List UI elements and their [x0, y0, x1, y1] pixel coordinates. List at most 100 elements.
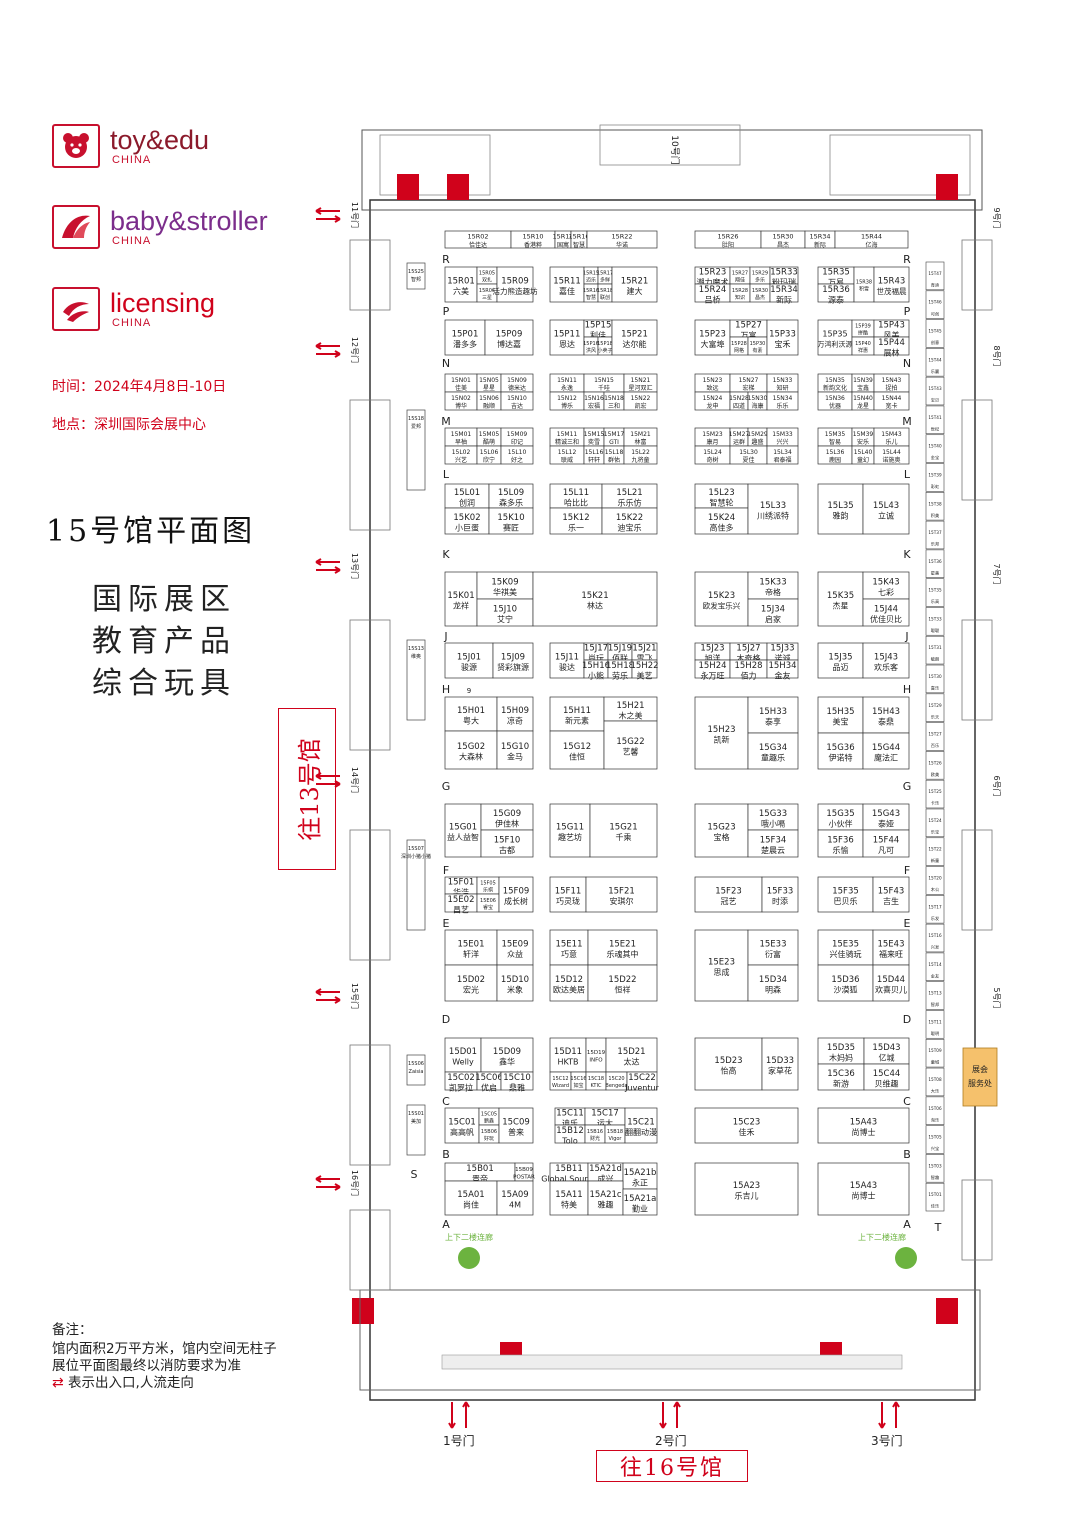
- booth-name: 艺馨: [623, 748, 639, 757]
- side-booth: [925, 981, 945, 1010]
- booth-id: 15B01: [466, 1164, 493, 1174]
- booth-name: 木妈妈: [829, 1053, 853, 1063]
- booth: [747, 483, 799, 535]
- booth-id: 15H22: [630, 661, 658, 671]
- booth-name: 华诺: [616, 241, 628, 249]
- booth-name: 七彩: [878, 587, 894, 597]
- booth: [694, 507, 749, 535]
- side-booth: [406, 639, 426, 721]
- row-letter-left: D: [442, 1013, 450, 1026]
- category-international: 国际展区: [92, 582, 236, 617]
- row-marker: 9: [467, 687, 471, 695]
- booth-id: 15C22: [628, 1073, 656, 1083]
- booth-name: 尚玩: [588, 653, 604, 663]
- side-booth-id: 15T17: [928, 904, 942, 909]
- booth-id: 15J35: [828, 653, 852, 663]
- booth-id: 15D22: [608, 975, 636, 985]
- booth: [480, 803, 534, 831]
- side-booth-name: 童城: [931, 1059, 940, 1066]
- booth-id: 15R23: [699, 268, 727, 278]
- side-booth-name: 欧美: [931, 771, 939, 778]
- booth-id: 15G10: [501, 742, 529, 752]
- booth-id: 15E23: [708, 958, 735, 968]
- booth-name: 利佳: [590, 330, 606, 340]
- row-letter-right: K: [903, 548, 911, 561]
- side-booth: [925, 808, 945, 838]
- booth-name: 轩洋: [463, 949, 479, 959]
- booth-name: 川绣派特: [757, 511, 789, 521]
- booth-id: 15N44: [882, 395, 902, 402]
- booth-name: 乐乐: [776, 403, 788, 410]
- booth-name: 趣艺坊: [558, 832, 582, 842]
- side-booth-id: 15T14: [928, 962, 942, 967]
- booth-id: 15H23: [707, 725, 735, 735]
- booth-id: 15N18: [604, 395, 624, 402]
- booth-name: 迈乐: [586, 277, 596, 284]
- side-booth-name: 世纪: [931, 425, 940, 431]
- booth-name: 风美: [884, 330, 900, 340]
- booth-id: 15R02: [467, 233, 488, 241]
- side-booth-name: 佳乐: [931, 1203, 939, 1209]
- booth-name: 欧发宝乐兴: [703, 601, 741, 611]
- booth: [694, 803, 749, 858]
- side-booth-name: 深圳小猪小猪: [401, 853, 431, 860]
- booth-name: 建大: [627, 286, 643, 296]
- booth-id: 15R24: [699, 285, 727, 295]
- booth-id: 15G11: [556, 823, 584, 833]
- brand-name: toy&edu: [110, 125, 210, 155]
- booth: [817, 876, 874, 913]
- booth-name: 昌杰: [755, 294, 765, 301]
- booth-name: 鹿园: [829, 456, 841, 464]
- booth: [694, 571, 749, 627]
- booth-name: 赛匠: [503, 523, 519, 533]
- side-booth-name: Zaisia: [409, 1069, 424, 1075]
- booth: [444, 571, 478, 627]
- booth-name: 智慧: [573, 241, 585, 249]
- booth-name: 杰星: [833, 601, 849, 611]
- direction-hall13[interactable]: 往13号馆: [278, 708, 336, 870]
- booth-id: 15P15: [585, 321, 612, 331]
- row-letter-left: L: [443, 468, 450, 481]
- booth-id: 15N40: [853, 395, 873, 402]
- direction-hall16[interactable]: 往16号馆: [596, 1450, 748, 1482]
- booth-name: 4M: [509, 1201, 521, 1210]
- booth-name: 巧意: [561, 949, 577, 959]
- booth-id: 15F21: [608, 887, 635, 897]
- side-booth-id: 15T24: [928, 818, 942, 823]
- side-booth-name: 智邦: [411, 276, 421, 283]
- side-booth: [925, 1067, 945, 1097]
- side-booth: [925, 1125, 945, 1154]
- booth-id: 15J09: [501, 653, 525, 663]
- booth-id: 15P40: [855, 341, 871, 347]
- booth-id: 15A21c: [589, 1190, 621, 1200]
- booth-id: 15C12: [552, 1076, 568, 1082]
- booth-name: 万易: [828, 278, 844, 287]
- booth-name: 睿宝: [483, 904, 493, 911]
- row-letter-right: J: [904, 630, 908, 643]
- booth: [747, 571, 799, 600]
- side-booth-id: 15T38: [928, 501, 942, 506]
- booth-name: 群佑: [608, 456, 620, 464]
- booth-id: 15C01: [448, 1118, 476, 1128]
- booth-name: 华浩: [453, 887, 469, 897]
- booth-name: 宏梯: [742, 384, 754, 392]
- side-booth-id: 15T36: [928, 559, 942, 564]
- booth-name: 捉拍: [885, 384, 897, 392]
- booth-id: 15R22: [611, 233, 632, 241]
- booth: [444, 803, 482, 858]
- booth-name: 林富: [634, 438, 646, 446]
- side-booth-id: 15T06: [928, 1106, 942, 1111]
- booth-name: 立诚: [878, 511, 894, 521]
- side-booth: [925, 549, 945, 578]
- booth: [761, 876, 799, 913]
- booth: [601, 483, 658, 509]
- booth-id: 15H11: [563, 706, 591, 716]
- booth-name: 永逸: [561, 384, 573, 392]
- booth-id: 15P09: [496, 330, 523, 340]
- booth-name: 高高帆: [450, 1127, 474, 1137]
- booth-name: 迪宝乐: [618, 523, 642, 533]
- gate-2-label: 2号门: [655, 1434, 687, 1448]
- side-door-label: 15号门: [350, 983, 360, 1009]
- booth-id: 15P43: [878, 321, 905, 331]
- side-booth-name: 喜乐: [931, 685, 939, 692]
